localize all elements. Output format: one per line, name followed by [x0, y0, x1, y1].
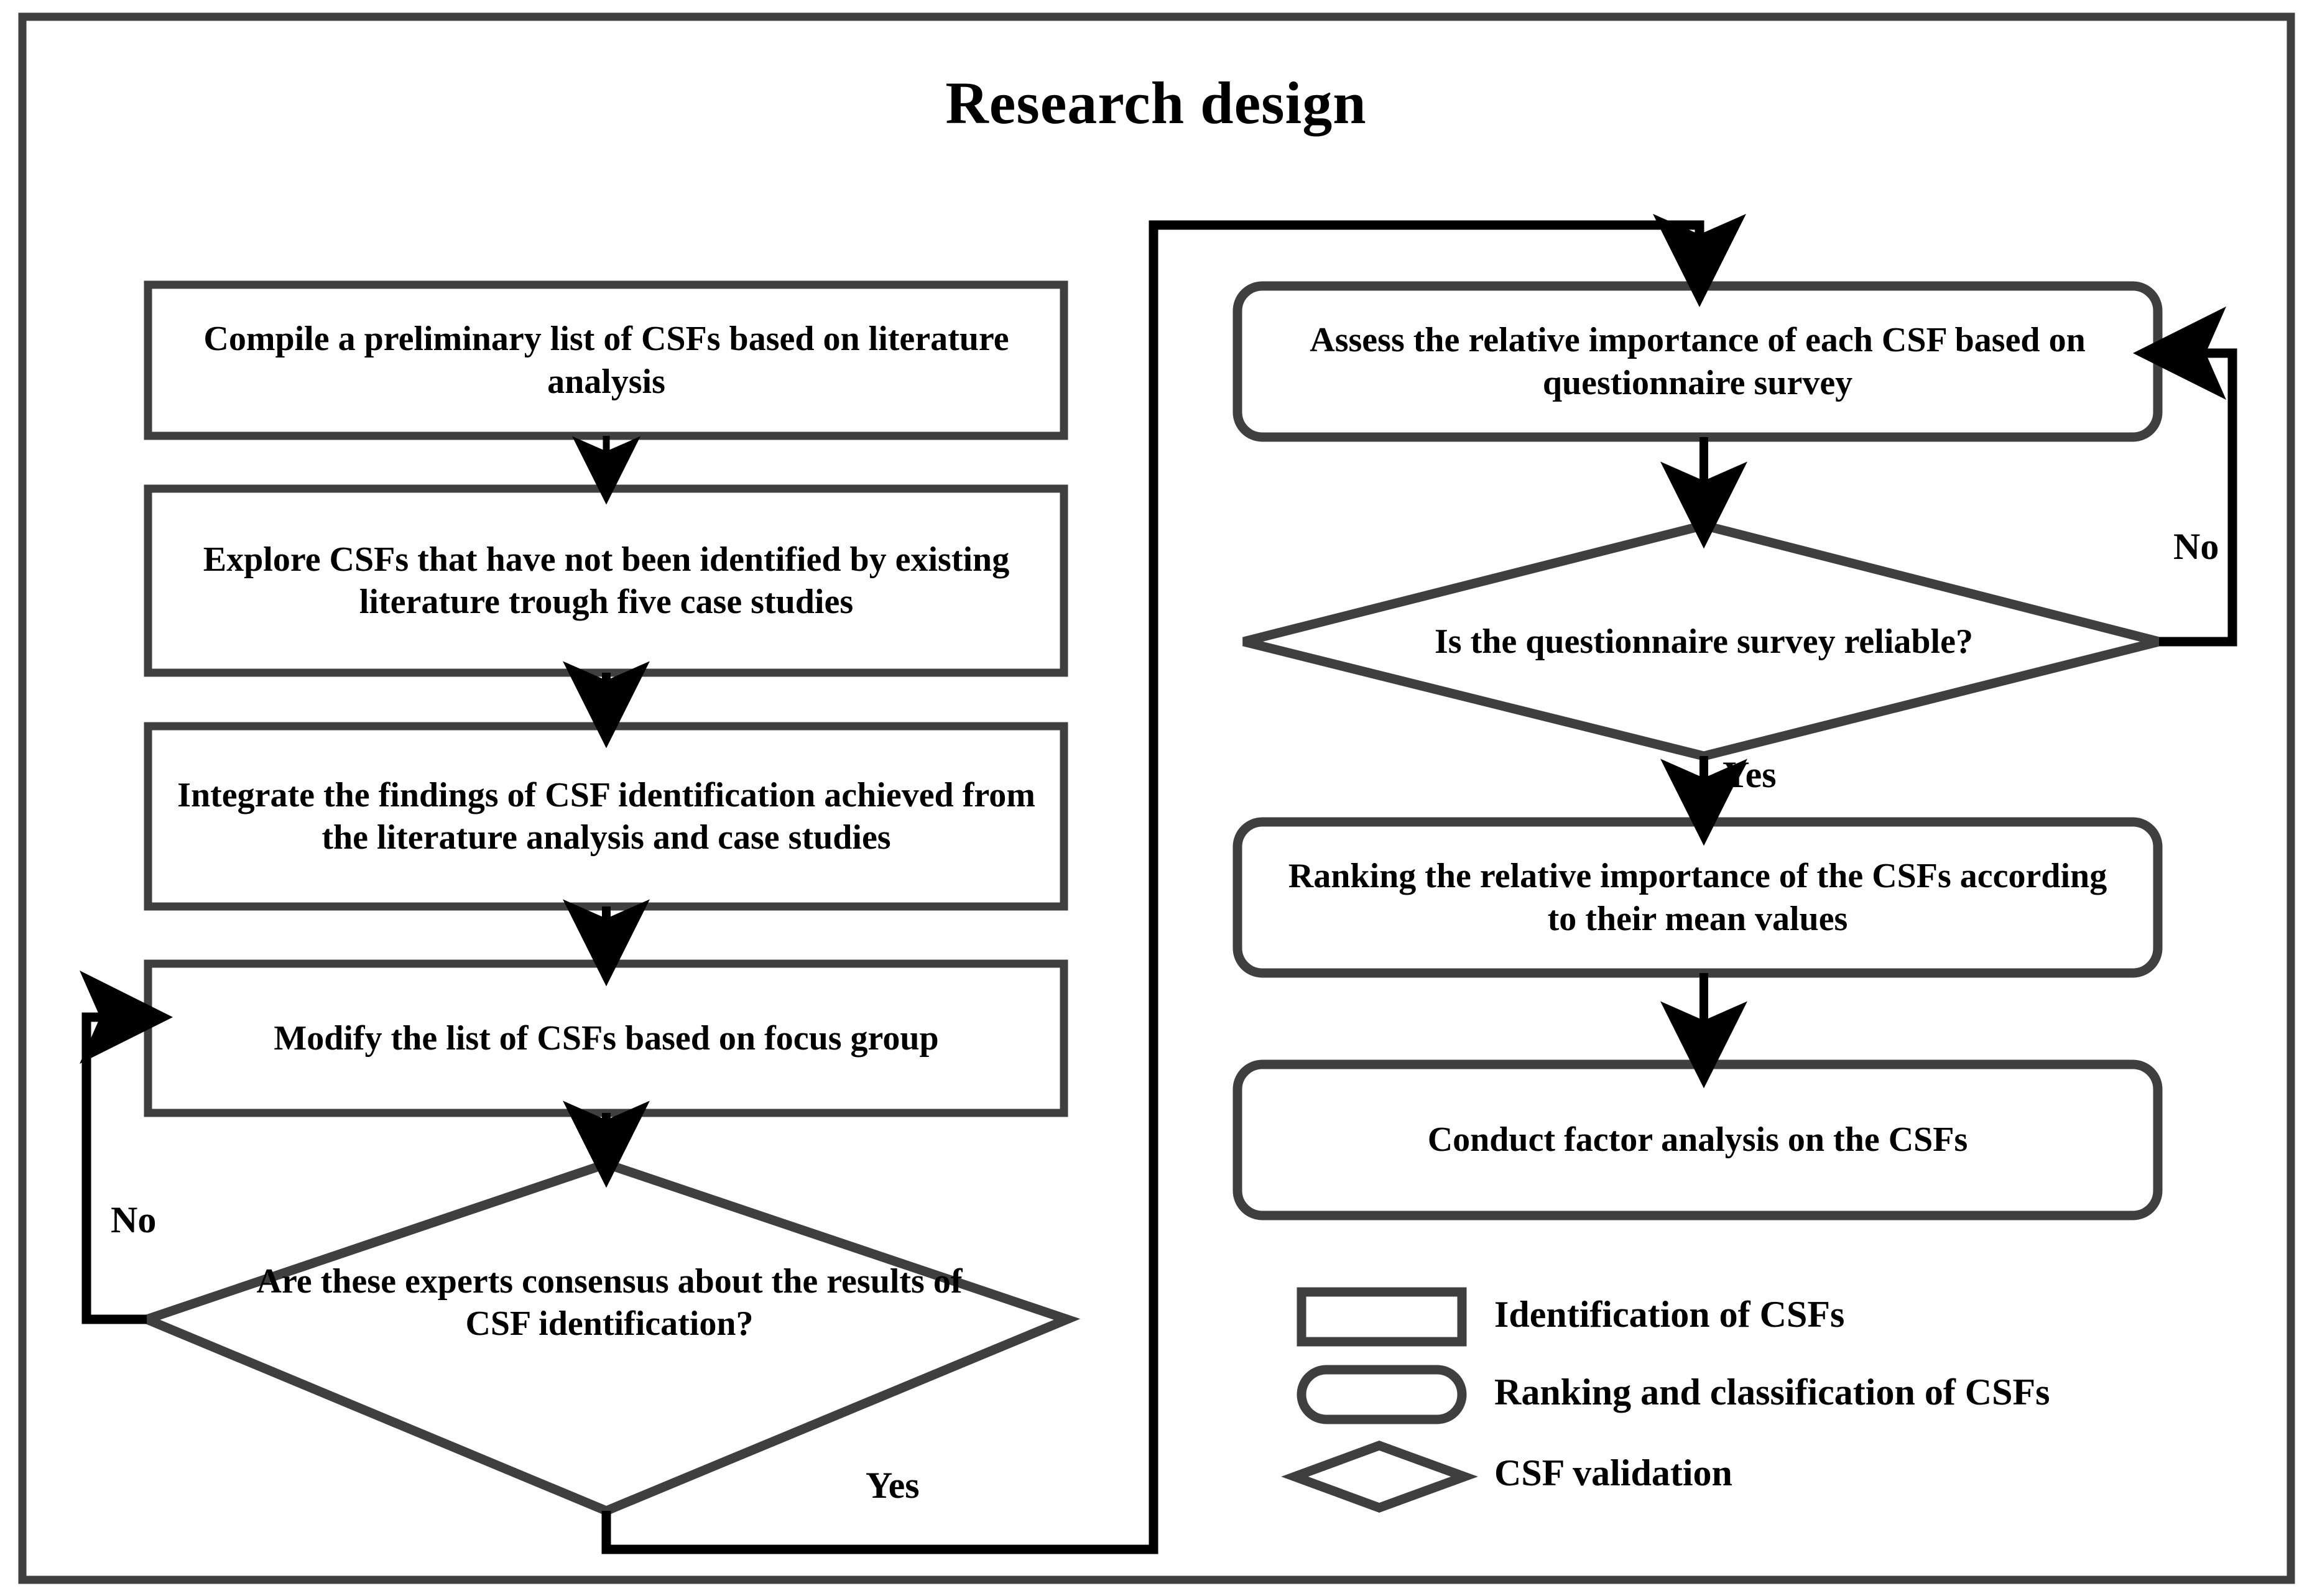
figure-frame — [18, 12, 2295, 1584]
legend-label-csf-validation: CSF validation — [1494, 1452, 1732, 1493]
edge-label-left-no: No — [111, 1199, 157, 1240]
edge-label-right-yes: Yes — [1722, 754, 1777, 795]
figure-title: Research design — [945, 70, 1367, 136]
node-ranking-importance[interactable] — [1237, 822, 2158, 973]
legend-stadium-icon — [1297, 1365, 1467, 1424]
node-experts-consensus[interactable] — [147, 1164, 1067, 1511]
edge-label-right-no: No — [2173, 526, 2219, 567]
legend-label-identification: Identification of CSFs — [1494, 1294, 1845, 1335]
connector-yes-left-to-right-column — [601, 213, 1746, 1554]
node-assess-importance[interactable] — [1237, 286, 2158, 437]
legend-diamond-icon — [1281, 1441, 1478, 1513]
node-explore-csfs[interactable] — [148, 489, 1064, 673]
legend-rectangle-icon — [1297, 1287, 1467, 1347]
legend-label-ranking-classification: Ranking and classification of CSFs — [1494, 1372, 2050, 1413]
connector-no-loop-right — [2133, 307, 2237, 647]
node-compile-list[interactable] — [148, 285, 1064, 436]
node-integrate-findings[interactable] — [148, 726, 1064, 906]
connector-no-loop-left — [79, 971, 173, 1324]
node-factor-analysis[interactable] — [1237, 1064, 2158, 1215]
node-modify-list[interactable] — [148, 964, 1064, 1113]
node-survey-reliable[interactable] — [1244, 525, 2159, 756]
edge-label-left-yes: Yes — [866, 1465, 920, 1506]
